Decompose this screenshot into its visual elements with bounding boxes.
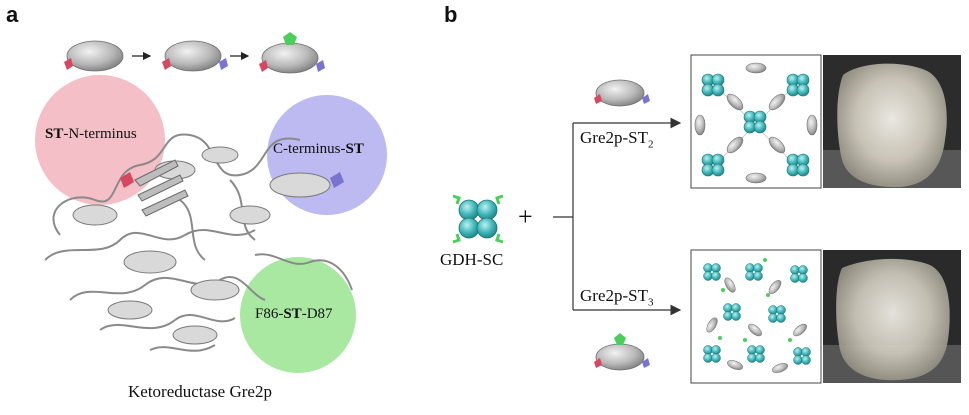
panel-b-label: b — [444, 2, 458, 27]
hydrogel-photo-top — [823, 55, 961, 188]
plus-sign: + — [518, 202, 533, 231]
gre2p-st2-oval — [594, 79, 650, 107]
n-terminus-tag — [120, 172, 134, 188]
oval-step-2 — [162, 40, 228, 72]
beta-sheets — [134, 159, 189, 217]
protein-caption: Ketoreductase Gre2p — [128, 382, 272, 401]
c-terminus-label: C-terminus-ST — [273, 141, 364, 157]
gre2p-st3-label: Gre2p-ST3 — [580, 286, 654, 309]
gre2p-st3-oval — [594, 333, 650, 371]
gdh-sc-label: GDH-SC — [440, 250, 504, 269]
oval-step-1 — [64, 40, 124, 72]
gre2p-st2-label: Gre2p-ST2 — [580, 128, 654, 151]
n-terminus-label: ST-N-terminus — [45, 126, 137, 142]
helix-coils — [72, 146, 331, 345]
panel-a-label: a — [6, 2, 19, 27]
oval-step-3 — [259, 32, 325, 74]
internal-loop-label: F86-ST-D87 — [255, 306, 333, 322]
branch-arrows — [553, 117, 682, 316]
n-terminus-region — [35, 75, 165, 205]
network-st3-box — [690, 249, 822, 384]
gdh-sc-enzyme — [452, 194, 504, 244]
c-terminus-tag — [330, 172, 344, 188]
network-st2-box — [690, 54, 822, 189]
protein-structure — [44, 133, 353, 352]
internal-loop-region — [240, 257, 356, 373]
hydrogel-photo-bottom — [823, 250, 961, 383]
